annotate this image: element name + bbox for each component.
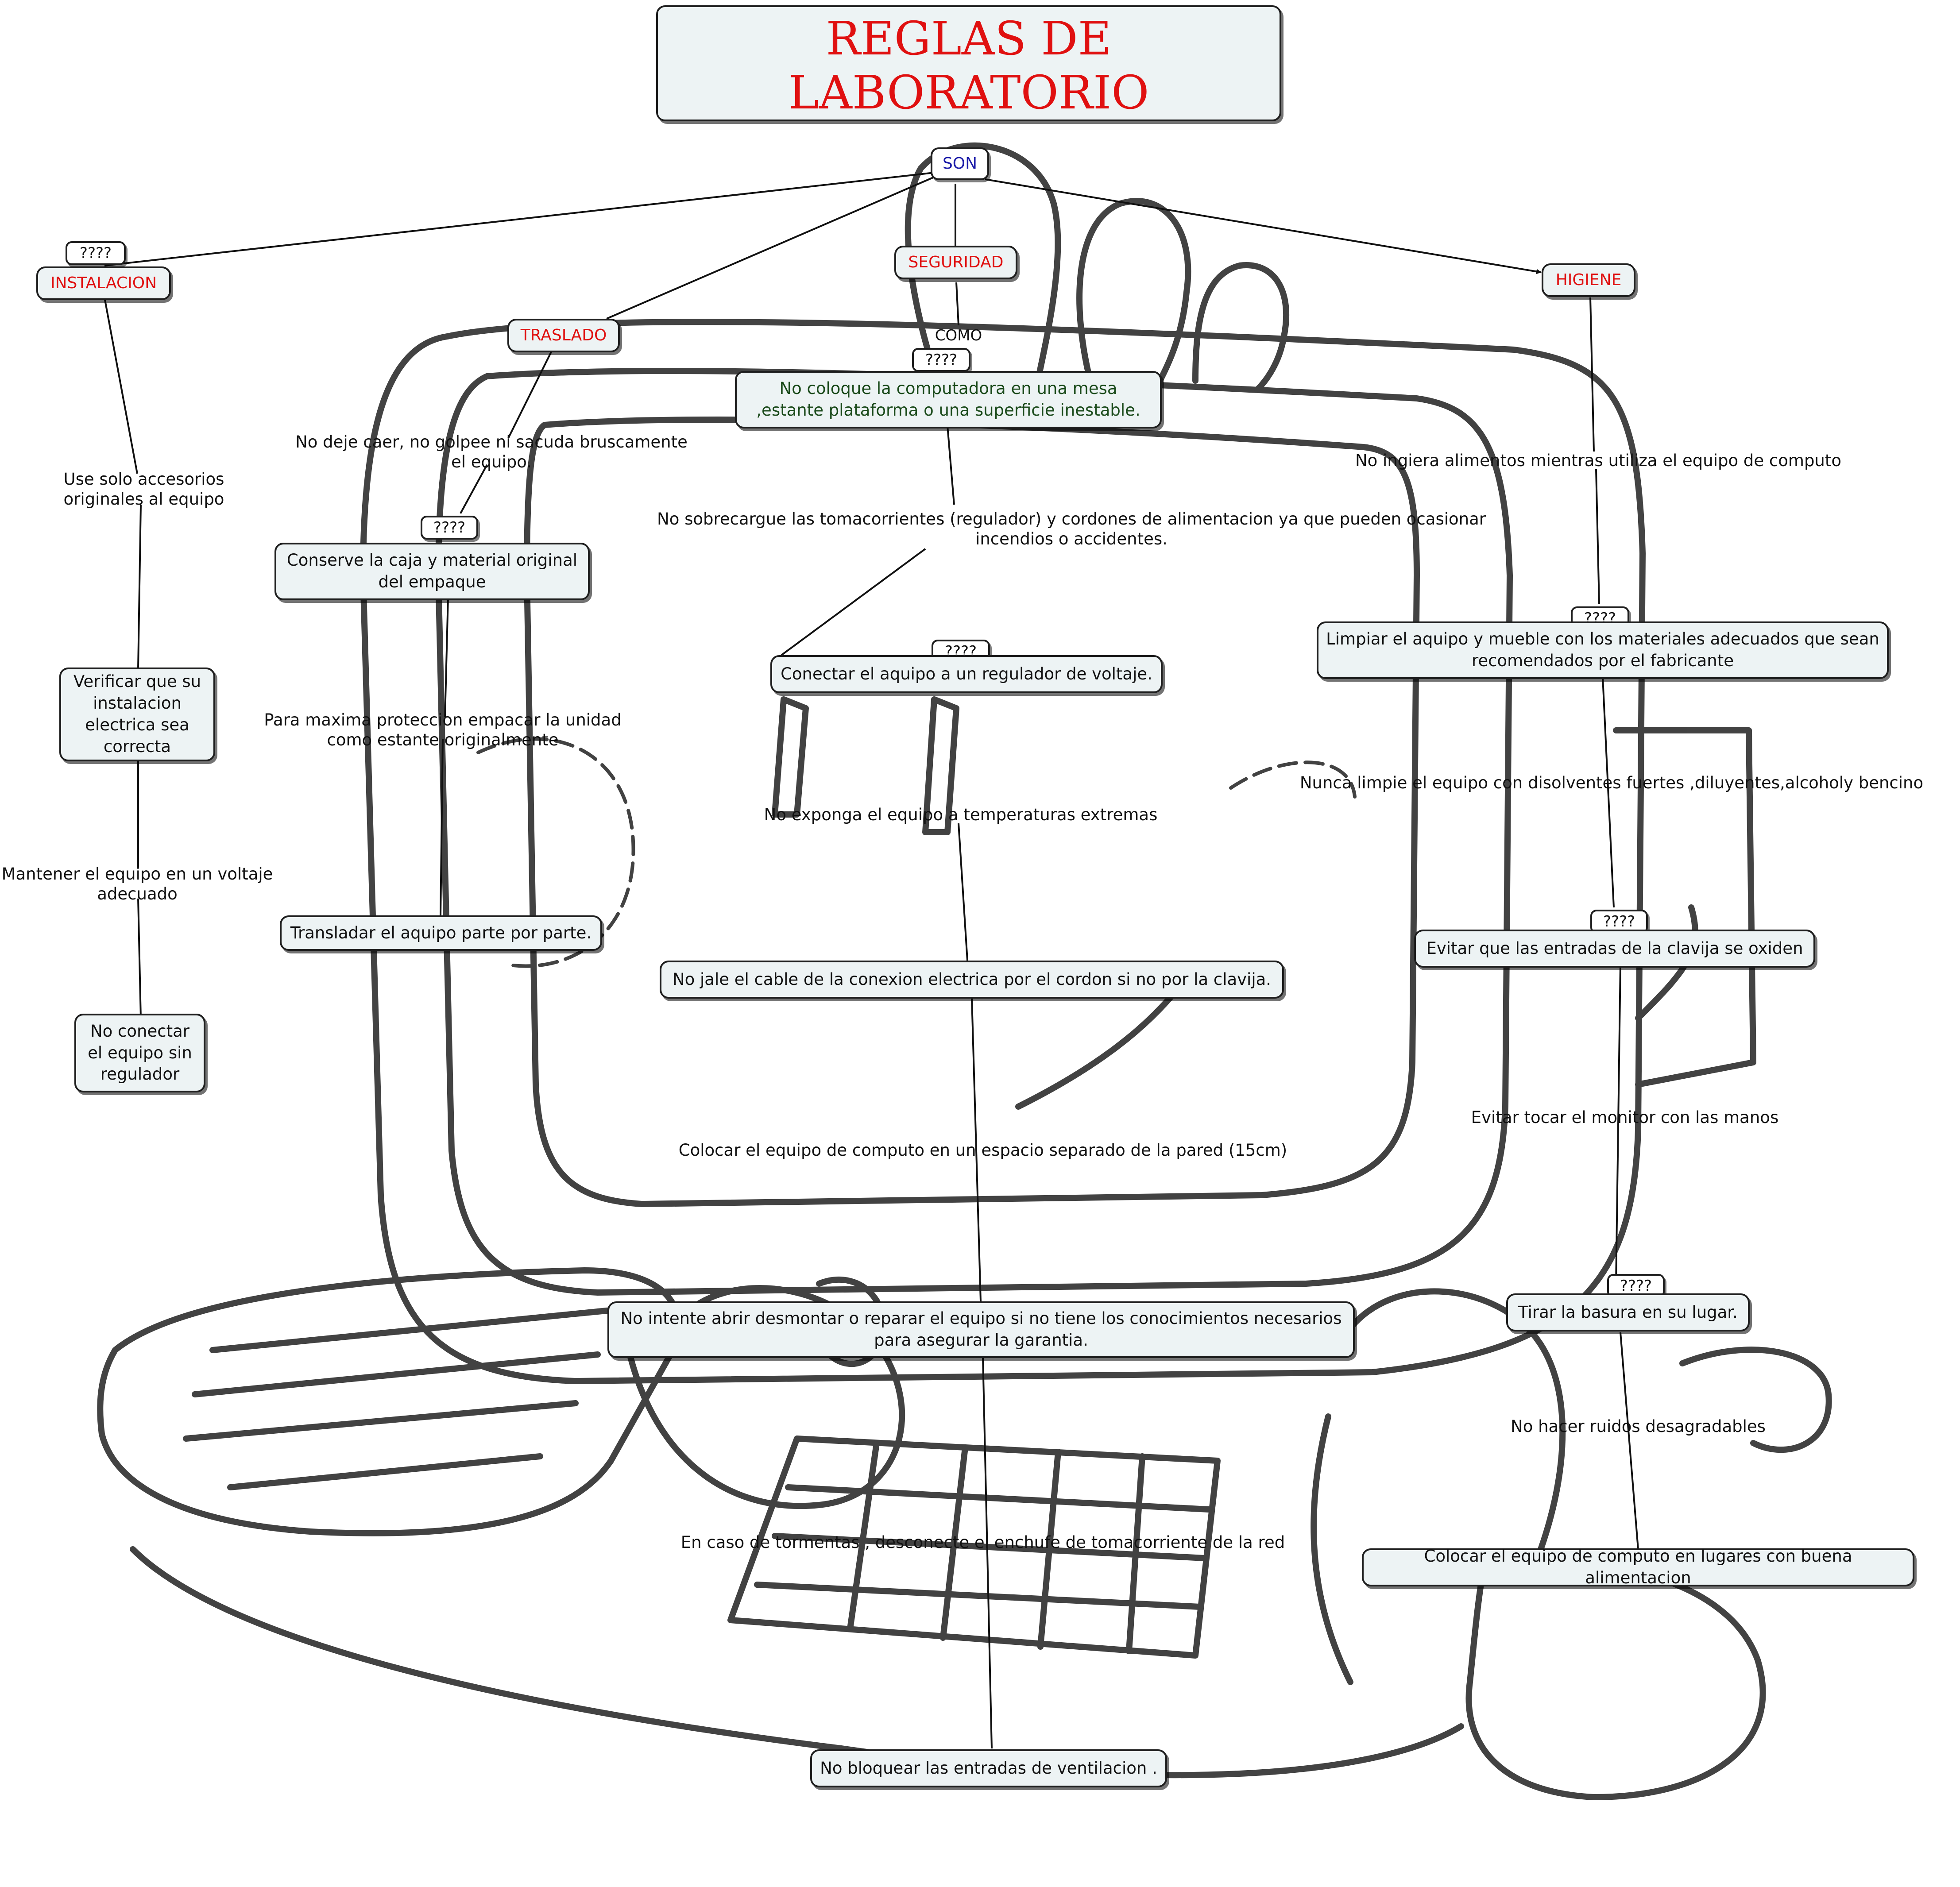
seguridad-item-7[interactable]: No intente abrir desmontar o reparar el … <box>607 1301 1355 1358</box>
link-traslado-3 <box>444 597 449 718</box>
link-traslado-4 <box>440 739 444 917</box>
link-son-traslado <box>606 176 935 320</box>
link-seguridad-2 <box>781 548 926 656</box>
seguridad-item-1-label: No coloque la computadora en una mesa ,e… <box>756 379 1140 420</box>
category-label: TRASLADO <box>520 326 607 345</box>
higiene-item-8[interactable]: Colocar el equipo de computo en lugares … <box>1362 1547 1914 1587</box>
category-higiene[interactable]: HIGIENE <box>1542 263 1635 297</box>
link-higiene-5 <box>1620 1332 1639 1550</box>
category-label: HIGIENE <box>1555 271 1622 289</box>
category-label: SEGURIDAD <box>908 253 1004 272</box>
instalacion-item-4[interactable]: No conectar el equipo sin regulador <box>74 1014 205 1092</box>
link-seguridad-5 <box>982 1356 993 1749</box>
higiene-item-5: Evitar tocar el monitor con las manos <box>1471 1108 1779 1127</box>
link-higiene-2 <box>1595 469 1600 605</box>
higiene-item-2[interactable]: Limpiar el aquipo y mueble con los mater… <box>1317 621 1889 679</box>
instalacion-item-1: Use solo accesorios originales al equipo <box>63 470 224 509</box>
higiene-item-7: No hacer ruidos desagradables <box>1511 1417 1766 1436</box>
higiene-item-6[interactable]: Tirar la basura en su lugar. <box>1506 1293 1750 1331</box>
link-traslado-1 <box>507 351 552 439</box>
link-instalacion-4 <box>137 898 142 1019</box>
seguridad-item-5[interactable]: No jale el cable de la conexion electric… <box>660 961 1284 999</box>
category-seguridad[interactable]: SEGURIDAD <box>894 246 1017 279</box>
traslado-item-2[interactable]: Conserve la caja y material original del… <box>274 543 590 600</box>
category-label: INSTALACION <box>50 274 157 293</box>
higiene-item-1: No ingiera alimentos mientras utiliza el… <box>1355 451 1842 470</box>
link-instalacion-2 <box>137 504 142 669</box>
instalacion-item-2[interactable]: Verificar que su instalacion electrica s… <box>59 668 215 761</box>
seguridad-linking-como: COMO <box>935 327 982 344</box>
linking-phrase-tag: ???? <box>66 241 126 265</box>
category-traslado[interactable]: TRASLADO <box>507 319 620 352</box>
higiene-item-4[interactable]: Evitar que las entradas de la clavija se… <box>1414 930 1815 968</box>
instalacion-item-3: Mantener el equipo en un voltaje adecuad… <box>1 864 273 904</box>
page-title: REGLAS DE LABORATORIO <box>656 5 1281 121</box>
link-higiene-1 <box>1589 297 1595 452</box>
seguridad-item-3[interactable]: Conectar el aquipo a un regulador de vol… <box>770 655 1163 693</box>
linking-phrase-tag: ???? <box>912 348 970 372</box>
link-higiene-4 <box>1615 965 1621 1284</box>
link-higiene-3 <box>1602 677 1615 908</box>
category-instalacion[interactable]: INSTALACION <box>36 266 171 300</box>
seguridad-item-8: En caso de tormentas , desconecte el enc… <box>680 1533 1285 1552</box>
seguridad-item-1[interactable]: No coloque la computadora en una mesa ,e… <box>735 371 1162 428</box>
link-instalacion-1 <box>104 297 138 474</box>
seguridad-item-4: No exponga el equipo a temperaturas extr… <box>764 805 1158 824</box>
link-seguridad-3 <box>958 823 968 961</box>
traslado-item-4[interactable]: Transladar el aquipo parte por parte. <box>280 915 602 951</box>
link-son-instalacion <box>104 172 935 266</box>
root-node-son[interactable]: SON <box>931 147 989 180</box>
link-seguridad-4 <box>971 998 982 1302</box>
link-seguridad-como <box>955 282 959 326</box>
linking-phrase-tag: ???? <box>421 516 478 540</box>
seguridad-item-9[interactable]: No bloquear las entradas de ventilacion … <box>810 1749 1167 1787</box>
root-label: SON <box>942 154 978 173</box>
link-son-higiene <box>985 178 1542 274</box>
link-seguridad-1 <box>947 425 955 505</box>
seguridad-item-2: No sobrecargue las tomacorrientes (regul… <box>657 509 1486 549</box>
link-traslado-2 <box>460 464 488 514</box>
traslado-item-1: No deje caer, no golpee ni sacuda brusca… <box>295 432 688 472</box>
higiene-item-3: Nunca limpie el equipo con disolventes f… <box>1299 773 1924 792</box>
traslado-item-3: Para maxima proteccion empacar la unidad… <box>264 710 622 750</box>
seguridad-item-6: Colocar el equipo de computo en un espac… <box>678 1141 1287 1160</box>
